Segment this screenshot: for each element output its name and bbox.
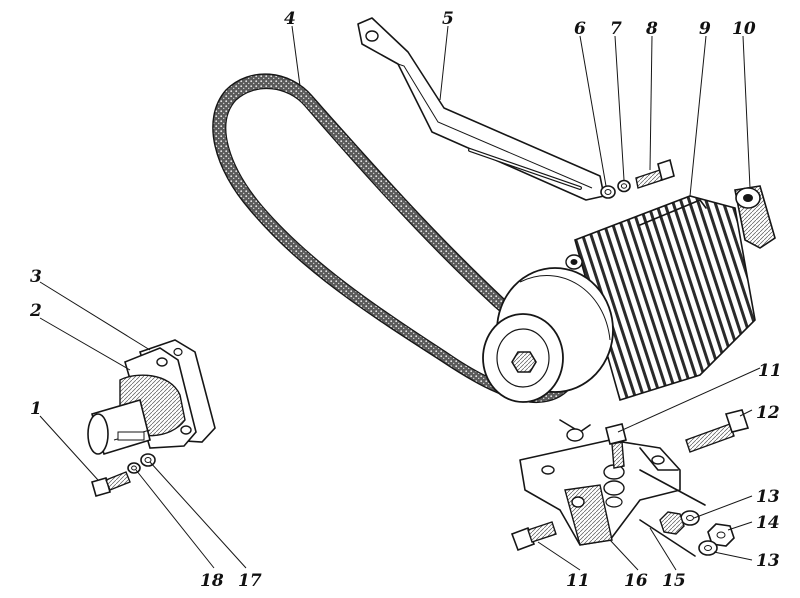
callout-11-upper: 11 <box>758 361 782 381</box>
terminal-cap <box>734 185 776 249</box>
drive-belt <box>212 73 577 404</box>
rods-15 <box>639 469 706 557</box>
callout-12: 12 <box>756 403 780 423</box>
callout-labels: 1 2 3 4 5 6 7 8 9 10 11 12 13 14 13 11 1… <box>29 9 782 591</box>
callout-2: 2 <box>29 301 42 321</box>
washer-17 <box>140 453 156 467</box>
callout-18: 18 <box>200 571 224 591</box>
callout-6: 6 <box>574 19 586 39</box>
mounting-bracket-lower <box>519 439 681 546</box>
callout-16: 16 <box>624 571 648 591</box>
bolt-8 <box>635 158 675 189</box>
callout-1: 1 <box>30 399 42 419</box>
bolt-11-upper <box>605 423 627 469</box>
callout-5: 5 <box>442 9 454 29</box>
callout-17: 17 <box>238 571 262 591</box>
spacer-washers <box>603 464 625 508</box>
nut-center <box>659 511 685 535</box>
leader-lines <box>39 25 761 571</box>
callout-11-lower: 11 <box>566 571 590 591</box>
callout-9: 9 <box>699 19 711 39</box>
lock-washer-7 <box>617 179 631 193</box>
callout-13-upper: 13 <box>756 487 780 507</box>
washer-13-lower <box>698 540 718 556</box>
callout-13-lower: 13 <box>756 551 780 571</box>
callout-15: 15 <box>662 571 686 591</box>
mounting-bracket-strip <box>357 17 605 201</box>
bolt-12 <box>685 409 750 453</box>
drive-shaft-housing <box>87 339 216 455</box>
callout-4: 4 <box>284 9 296 29</box>
bolt-1 <box>91 471 131 497</box>
callout-3: 3 <box>30 267 42 287</box>
washer-6 <box>600 185 616 199</box>
callout-14: 14 <box>756 513 780 533</box>
callout-8: 8 <box>645 19 658 39</box>
generator-assembly <box>482 195 756 442</box>
callout-10: 10 <box>732 19 756 39</box>
bolt-11-lower <box>510 521 557 552</box>
callout-7: 7 <box>610 19 622 39</box>
washer-18 <box>127 462 141 474</box>
